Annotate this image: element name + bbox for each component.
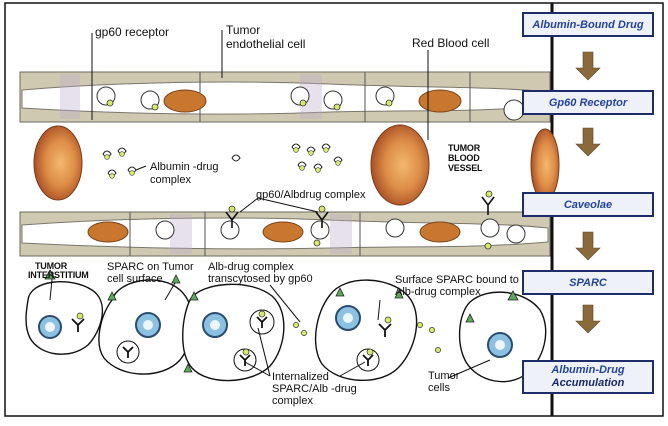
lower-caveola-5 — [481, 219, 499, 237]
tumor-cell-2-nucleolus — [143, 320, 153, 330]
upper-caveola-6 — [504, 100, 524, 120]
flow-box-sparc: SPARC — [522, 270, 654, 295]
tumor-cell-4-nucleolus — [343, 313, 353, 323]
flow-box-label: SPARC — [569, 277, 607, 289]
red-blood-cell-right — [531, 129, 559, 201]
flow-box-label-line2: Accumulation — [552, 377, 625, 390]
flow-box-label: Albumin-Bound Drug — [532, 19, 643, 31]
label-tumor-interstitium-2: INTERSTITIUM — [28, 270, 89, 280]
label-alb-drug-transcytosed-1: Alb-drug complex — [208, 261, 294, 273]
label-tumor-blood-vessel-1: TUMOR — [448, 143, 480, 153]
upper-nucleus-2 — [419, 90, 461, 112]
label-tumor-cells-1: Tumor — [428, 370, 459, 382]
label-gp60-albdrug: gp60/Albdrug complex — [256, 189, 365, 201]
label-surface-sparc-1: Surface SPARC bound to — [395, 274, 519, 286]
upper-nucleus-1 — [164, 90, 206, 112]
label-tumor-blood-vessel-2: BLOOD — [448, 153, 480, 163]
label-tumor-endothelial-1: Tumor — [226, 24, 260, 37]
lower-caveola-2 — [221, 221, 239, 239]
tumor-cell-1 — [26, 282, 102, 355]
label-surface-sparc-2: Alb-drug complex — [395, 286, 481, 298]
label-albumin-drug-1: Albumin -drug — [150, 161, 218, 173]
label-sparc-on-tumor-1: SPARC on Tumor — [107, 261, 194, 273]
label-tumor-endothelial-2: endothelial cell — [226, 38, 305, 51]
label-gp60-receptor: gp60 receptor — [95, 26, 169, 39]
label-internalized-1: Internalized — [272, 371, 329, 383]
flow-box-albumin-bound-drug: Albumin-Bound Drug — [522, 12, 654, 37]
flow-box-gp60-receptor: Gp60 Receptor — [522, 90, 654, 115]
label-red-blood-cell: Red Blood cell — [412, 37, 489, 50]
flow-box-label-line1: Albumin-Drug — [551, 364, 624, 377]
lower-nucleus-1 — [88, 222, 128, 242]
flow-box-albumin-drug-accumulation: Albumin-Drug Accumulation — [522, 360, 654, 394]
lower-nucleus-2 — [263, 222, 303, 242]
label-tumor-blood-vessel-3: VESSEL — [448, 163, 482, 173]
tumor-cell-3-nucleolus — [210, 320, 220, 330]
lower-nucleus-3 — [420, 222, 460, 242]
label-sparc-on-tumor-2: cell surface — [107, 273, 163, 285]
flow-box-label: Gp60 Receptor — [549, 97, 627, 109]
albumin-drug-complexes — [103, 144, 342, 176]
flow-box-label: Caveolae — [564, 199, 612, 211]
flow-box-caveolae: Caveolae — [522, 192, 654, 217]
lower-caveola-6 — [507, 225, 525, 243]
lower-caveola-3 — [311, 221, 329, 239]
red-blood-cell-left — [34, 126, 82, 200]
label-tumor-cells-2: cells — [428, 382, 450, 394]
lower-caveola-4 — [386, 219, 404, 237]
label-alb-drug-transcytosed-2: transcytosed by gp60 — [208, 273, 313, 285]
tumor-cell-5-nucleolus — [495, 340, 505, 350]
label-internalized-3: complex — [272, 395, 313, 407]
label-internalized-2: SPARC/Alb -drug — [272, 383, 357, 395]
lower-caveola-1 — [156, 221, 174, 239]
label-albumin-drug-2: complex — [150, 174, 191, 186]
red-blood-cell-center — [371, 125, 429, 205]
tumor-cell-1-nucleolus — [45, 322, 55, 332]
